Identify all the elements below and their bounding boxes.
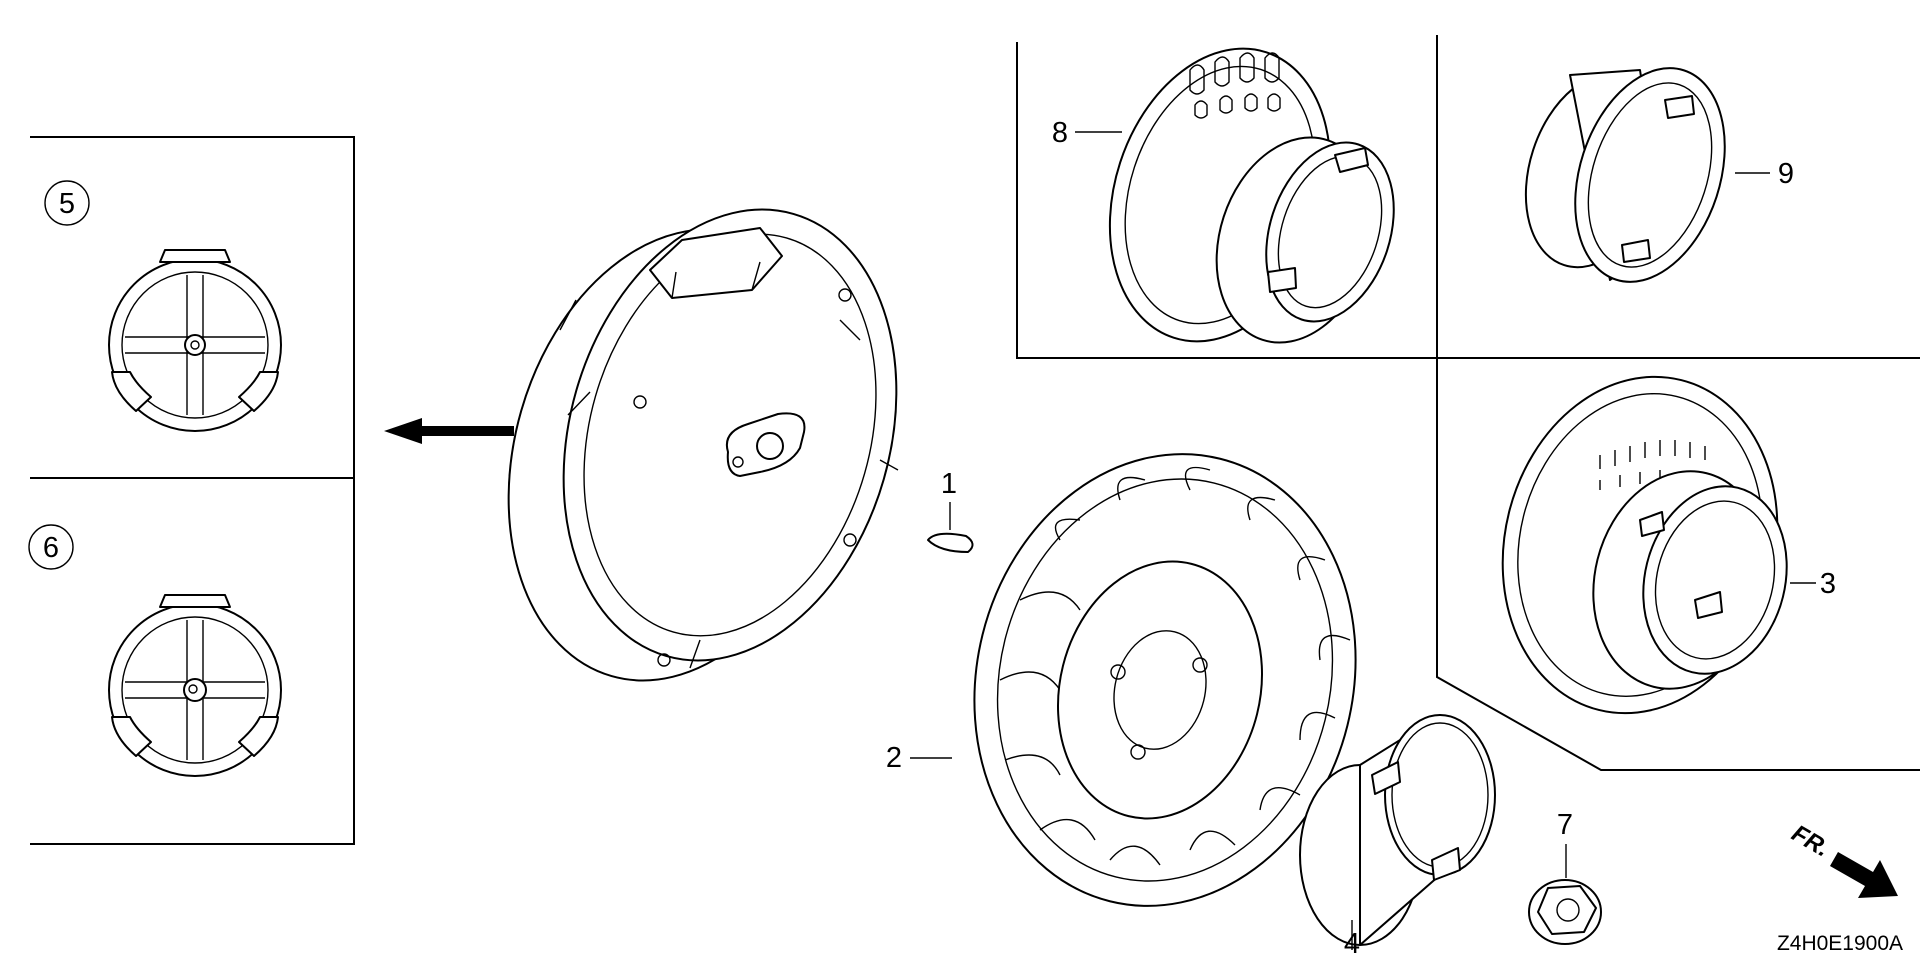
- part-6-starter-pulley: 6: [28, 524, 282, 777]
- callout-1: 1: [941, 468, 957, 500]
- part-7-flange-nut: 7: [1528, 809, 1602, 945]
- front-direction-indicator: FR.: [1787, 820, 1898, 898]
- part-9-starter-cup: 9: [1524, 67, 1794, 283]
- callout-3: 3: [1820, 568, 1836, 600]
- callout-9: 9: [1778, 158, 1794, 190]
- callout-6-circle: [28, 524, 74, 570]
- part-1-key: 1: [927, 468, 974, 553]
- part-2-cooling-fan: 2: [886, 453, 1357, 907]
- inset-pointer-arrow: [384, 418, 514, 444]
- front-arrow-icon: [1830, 852, 1898, 898]
- inset-panel-left: [30, 136, 355, 845]
- callout-4: 4: [1344, 928, 1360, 960]
- callout-7: 7: [1557, 809, 1573, 841]
- callout-5: 5: [59, 188, 75, 220]
- flywheel-assembly: [507, 208, 899, 682]
- inset-panel-right: [1016, 35, 1920, 771]
- callout-5-circle: [44, 180, 90, 226]
- callout-2: 2: [886, 742, 902, 774]
- diagram-code: Z4H0E1900A: [1777, 932, 1903, 955]
- part-8-starter-cup: 8: [1052, 47, 1395, 344]
- part-4-starter-cup: 4: [1299, 714, 1496, 960]
- callout-8: 8: [1052, 117, 1068, 149]
- fr-label: FR.: [1787, 820, 1834, 863]
- part-5-starter-pulley: 5: [44, 180, 282, 432]
- part-3-starter-pulley: 3: [1501, 375, 1836, 715]
- callout-6: 6: [43, 532, 59, 564]
